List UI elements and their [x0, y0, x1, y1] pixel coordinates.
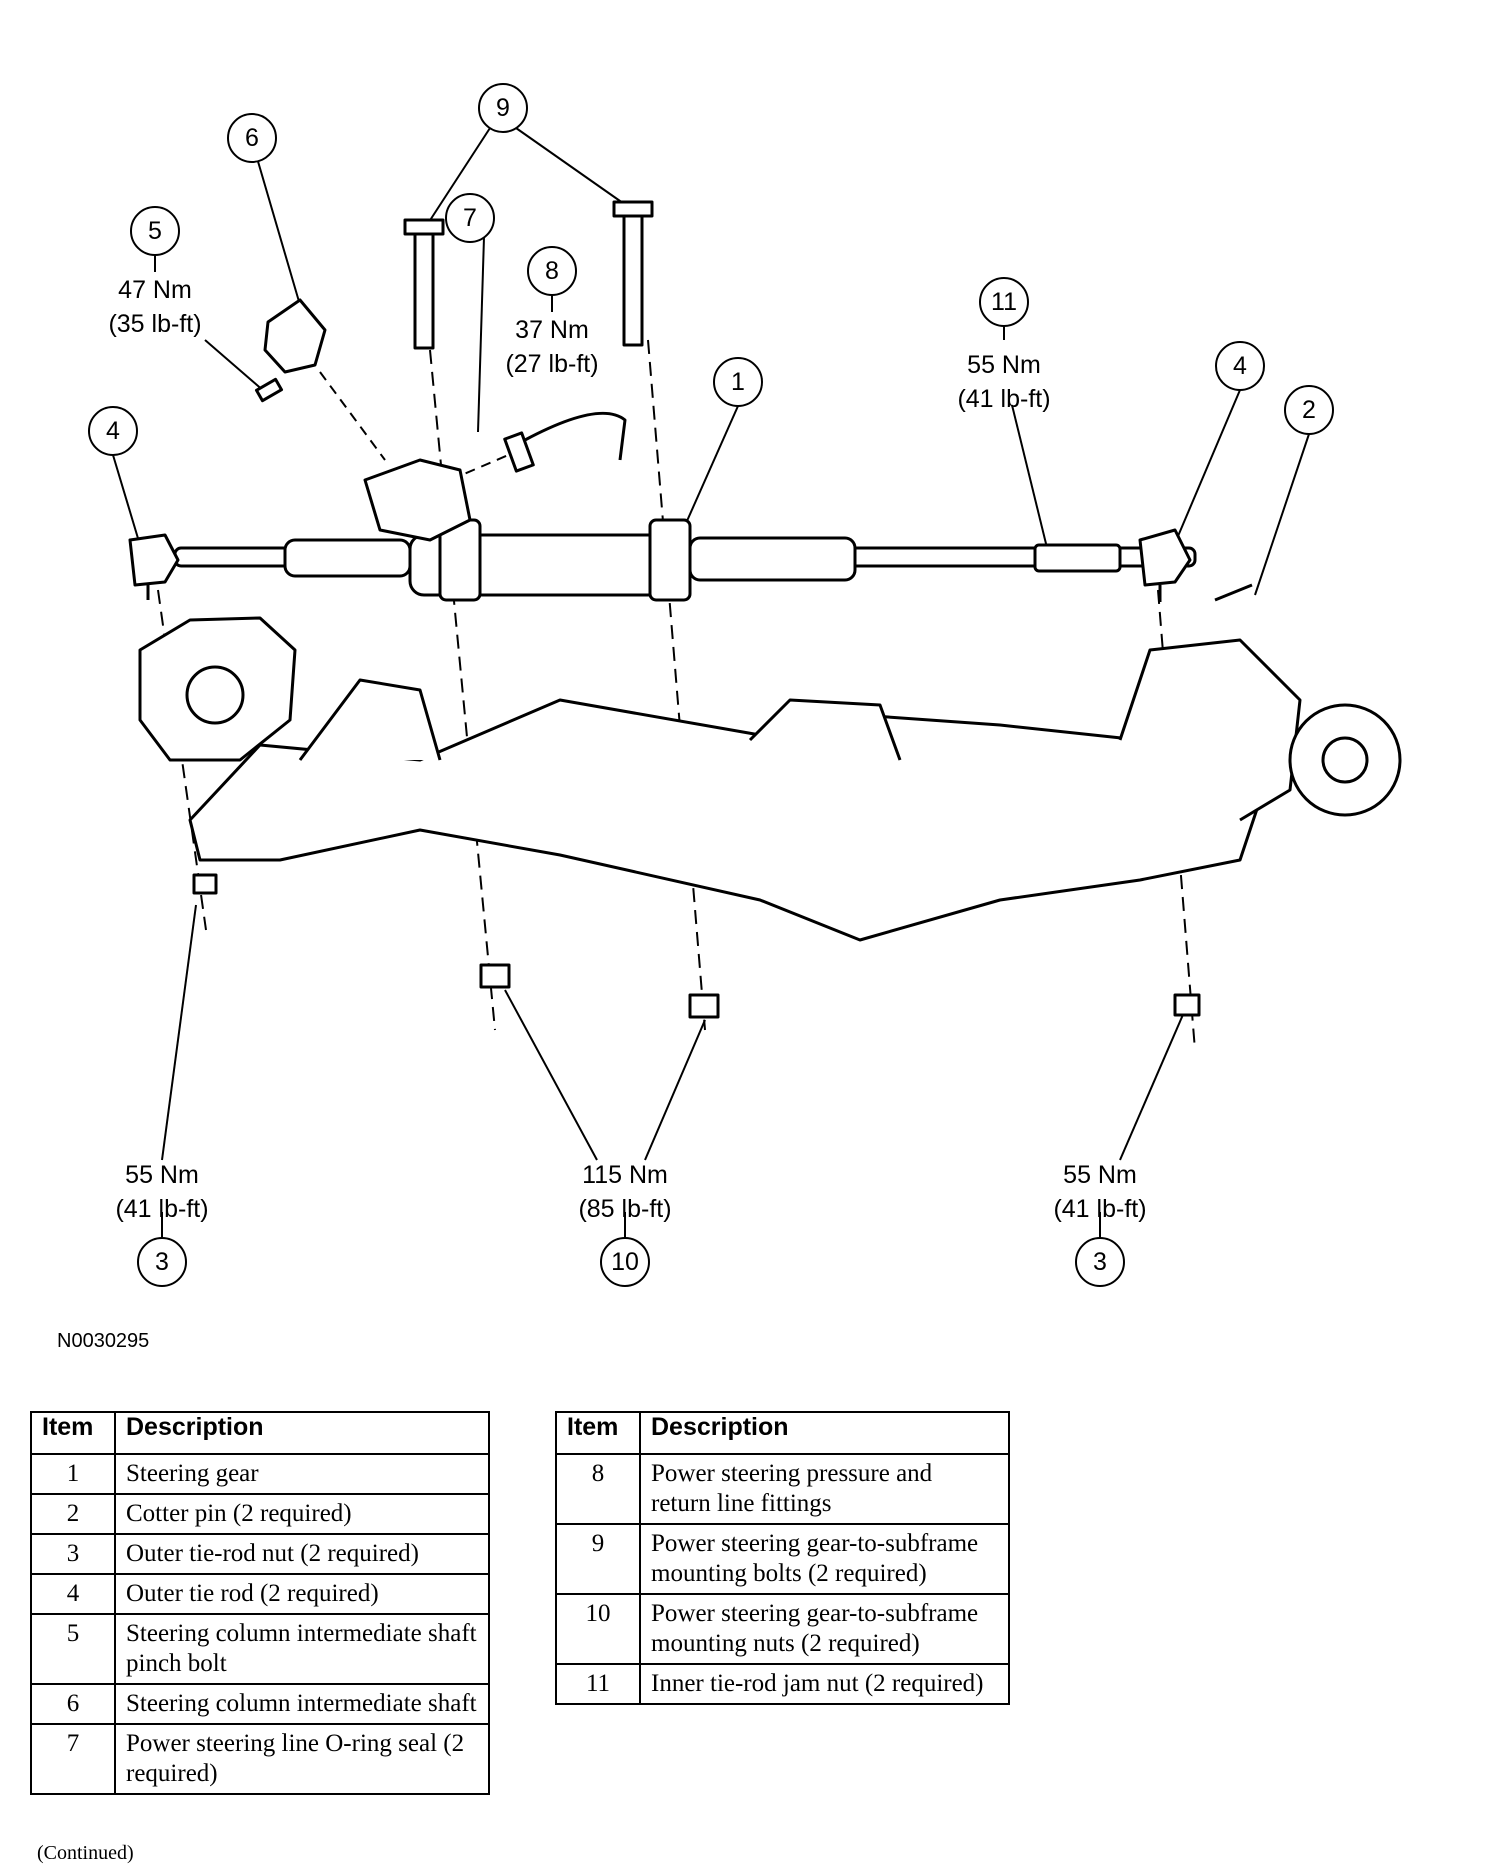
- torque-5-lbft: (35 lb-ft): [108, 310, 201, 338]
- continued-note: (Continued): [37, 1842, 134, 1864]
- item-description: Power steering gear-to-subframe mounting…: [639, 1523, 1010, 1595]
- callout-3-left: 3: [155, 1248, 169, 1276]
- item-description: Inner tie-rod jam nut (2 required): [639, 1663, 1010, 1705]
- torque-11-nm: 55 Nm: [967, 351, 1041, 379]
- item-number: 1: [30, 1453, 116, 1495]
- torque-8-lbft: (27 lb-ft): [505, 350, 598, 378]
- torque-3-left-lbft: (41 lb-ft): [115, 1195, 208, 1223]
- item-description: Steering column intermediate shaft pinch…: [114, 1613, 490, 1685]
- item-description: Steering gear: [114, 1453, 490, 1495]
- item-description: Outer tie rod (2 required): [114, 1573, 490, 1615]
- item-description: Outer tie-rod nut (2 required): [114, 1533, 490, 1575]
- figure-id: N0030295: [57, 1330, 150, 1352]
- item-number: 9: [555, 1523, 641, 1595]
- item-header: Item: [30, 1411, 116, 1455]
- torque-5-nm: 47 Nm: [118, 276, 192, 304]
- callout-10: 10: [611, 1248, 639, 1276]
- item-description: Power steering line O-ring seal (2 requi…: [114, 1723, 490, 1795]
- callout-4-right: 4: [1233, 352, 1247, 380]
- torque-10-lbft: (85 lb-ft): [578, 1195, 671, 1223]
- callout-1: 1: [731, 368, 745, 396]
- item-number: 2: [30, 1493, 116, 1535]
- torque-11-lbft: (41 lb-ft): [957, 385, 1050, 413]
- callout-5: 5: [148, 217, 162, 245]
- item-number: 4: [30, 1573, 116, 1615]
- description-header: Description: [114, 1411, 490, 1455]
- table-header-row: Item Description: [555, 1411, 1010, 1455]
- item-header: Item: [555, 1411, 641, 1455]
- callout-2: 2: [1302, 396, 1316, 424]
- item-number: 5: [30, 1613, 116, 1685]
- callout-3-right: 3: [1093, 1248, 1107, 1276]
- description-header: Description: [639, 1411, 1010, 1455]
- item-description: Steering column intermediate shaft: [114, 1683, 490, 1725]
- callout-6: 6: [245, 124, 259, 152]
- item-number: 6: [30, 1683, 116, 1725]
- torque-10-nm: 115 Nm: [582, 1161, 668, 1189]
- callout-7: 7: [463, 204, 477, 232]
- item-number: 11: [555, 1663, 641, 1705]
- torque-3-right-lbft: (41 lb-ft): [1053, 1195, 1146, 1223]
- item-number: 3: [30, 1533, 116, 1575]
- torque-8-nm: 37 Nm: [515, 316, 589, 344]
- callout-8: 8: [545, 257, 559, 285]
- table-header-row: Item Description: [30, 1411, 490, 1455]
- item-description: Cotter pin (2 required): [114, 1493, 490, 1535]
- callout-4-left: 4: [106, 417, 120, 445]
- item-description: Power steering pressure and return line …: [639, 1453, 1010, 1525]
- item-number: 7: [30, 1723, 116, 1795]
- callout-9: 9: [496, 94, 510, 122]
- callout-11: 11: [991, 288, 1017, 316]
- steering-gear-diagram: 1 2 3 3 4 4 5 6 7 8 9 10 11 47 Nm (35 lb…: [88, 83, 1402, 1287]
- item-description: Power steering gear-to-subframe mounting…: [639, 1593, 1010, 1665]
- torque-3-left-nm: 55 Nm: [125, 1161, 199, 1189]
- item-number: 8: [555, 1453, 641, 1525]
- item-number: 10: [555, 1593, 641, 1665]
- torque-3-right-nm: 55 Nm: [1063, 1161, 1137, 1189]
